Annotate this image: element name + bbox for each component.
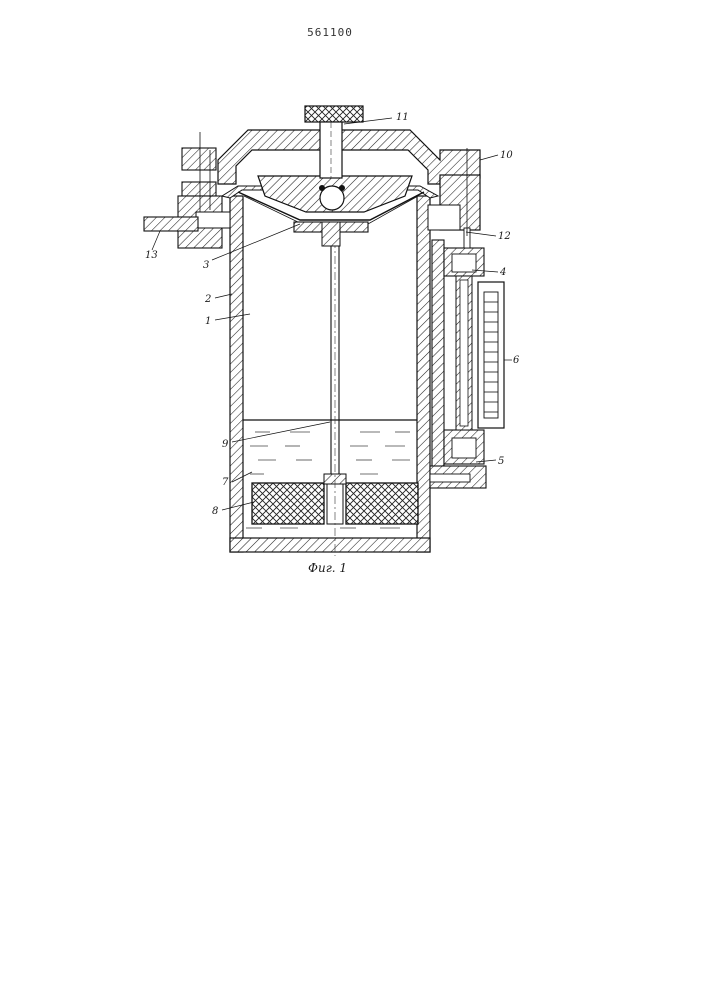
label-4: 4 [499,267,506,278]
label-9: 9 [222,439,229,450]
label-11: 11 [396,112,409,123]
inlet-fitting [144,132,230,248]
label-6: 6 [513,355,520,366]
label-2: 2 [204,294,211,305]
label-10: 10 [500,150,513,161]
figure-caption: Фиг. 1 [308,561,347,575]
label-5: 5 [498,456,504,467]
label-8: 8 [212,506,218,517]
label-1: 1 [205,316,211,327]
label-7: 7 [222,477,229,488]
label-13: 13 [145,250,158,261]
gauge-scale [478,282,504,428]
label-12: 12 [498,231,511,242]
label-3: 3 [203,260,209,271]
